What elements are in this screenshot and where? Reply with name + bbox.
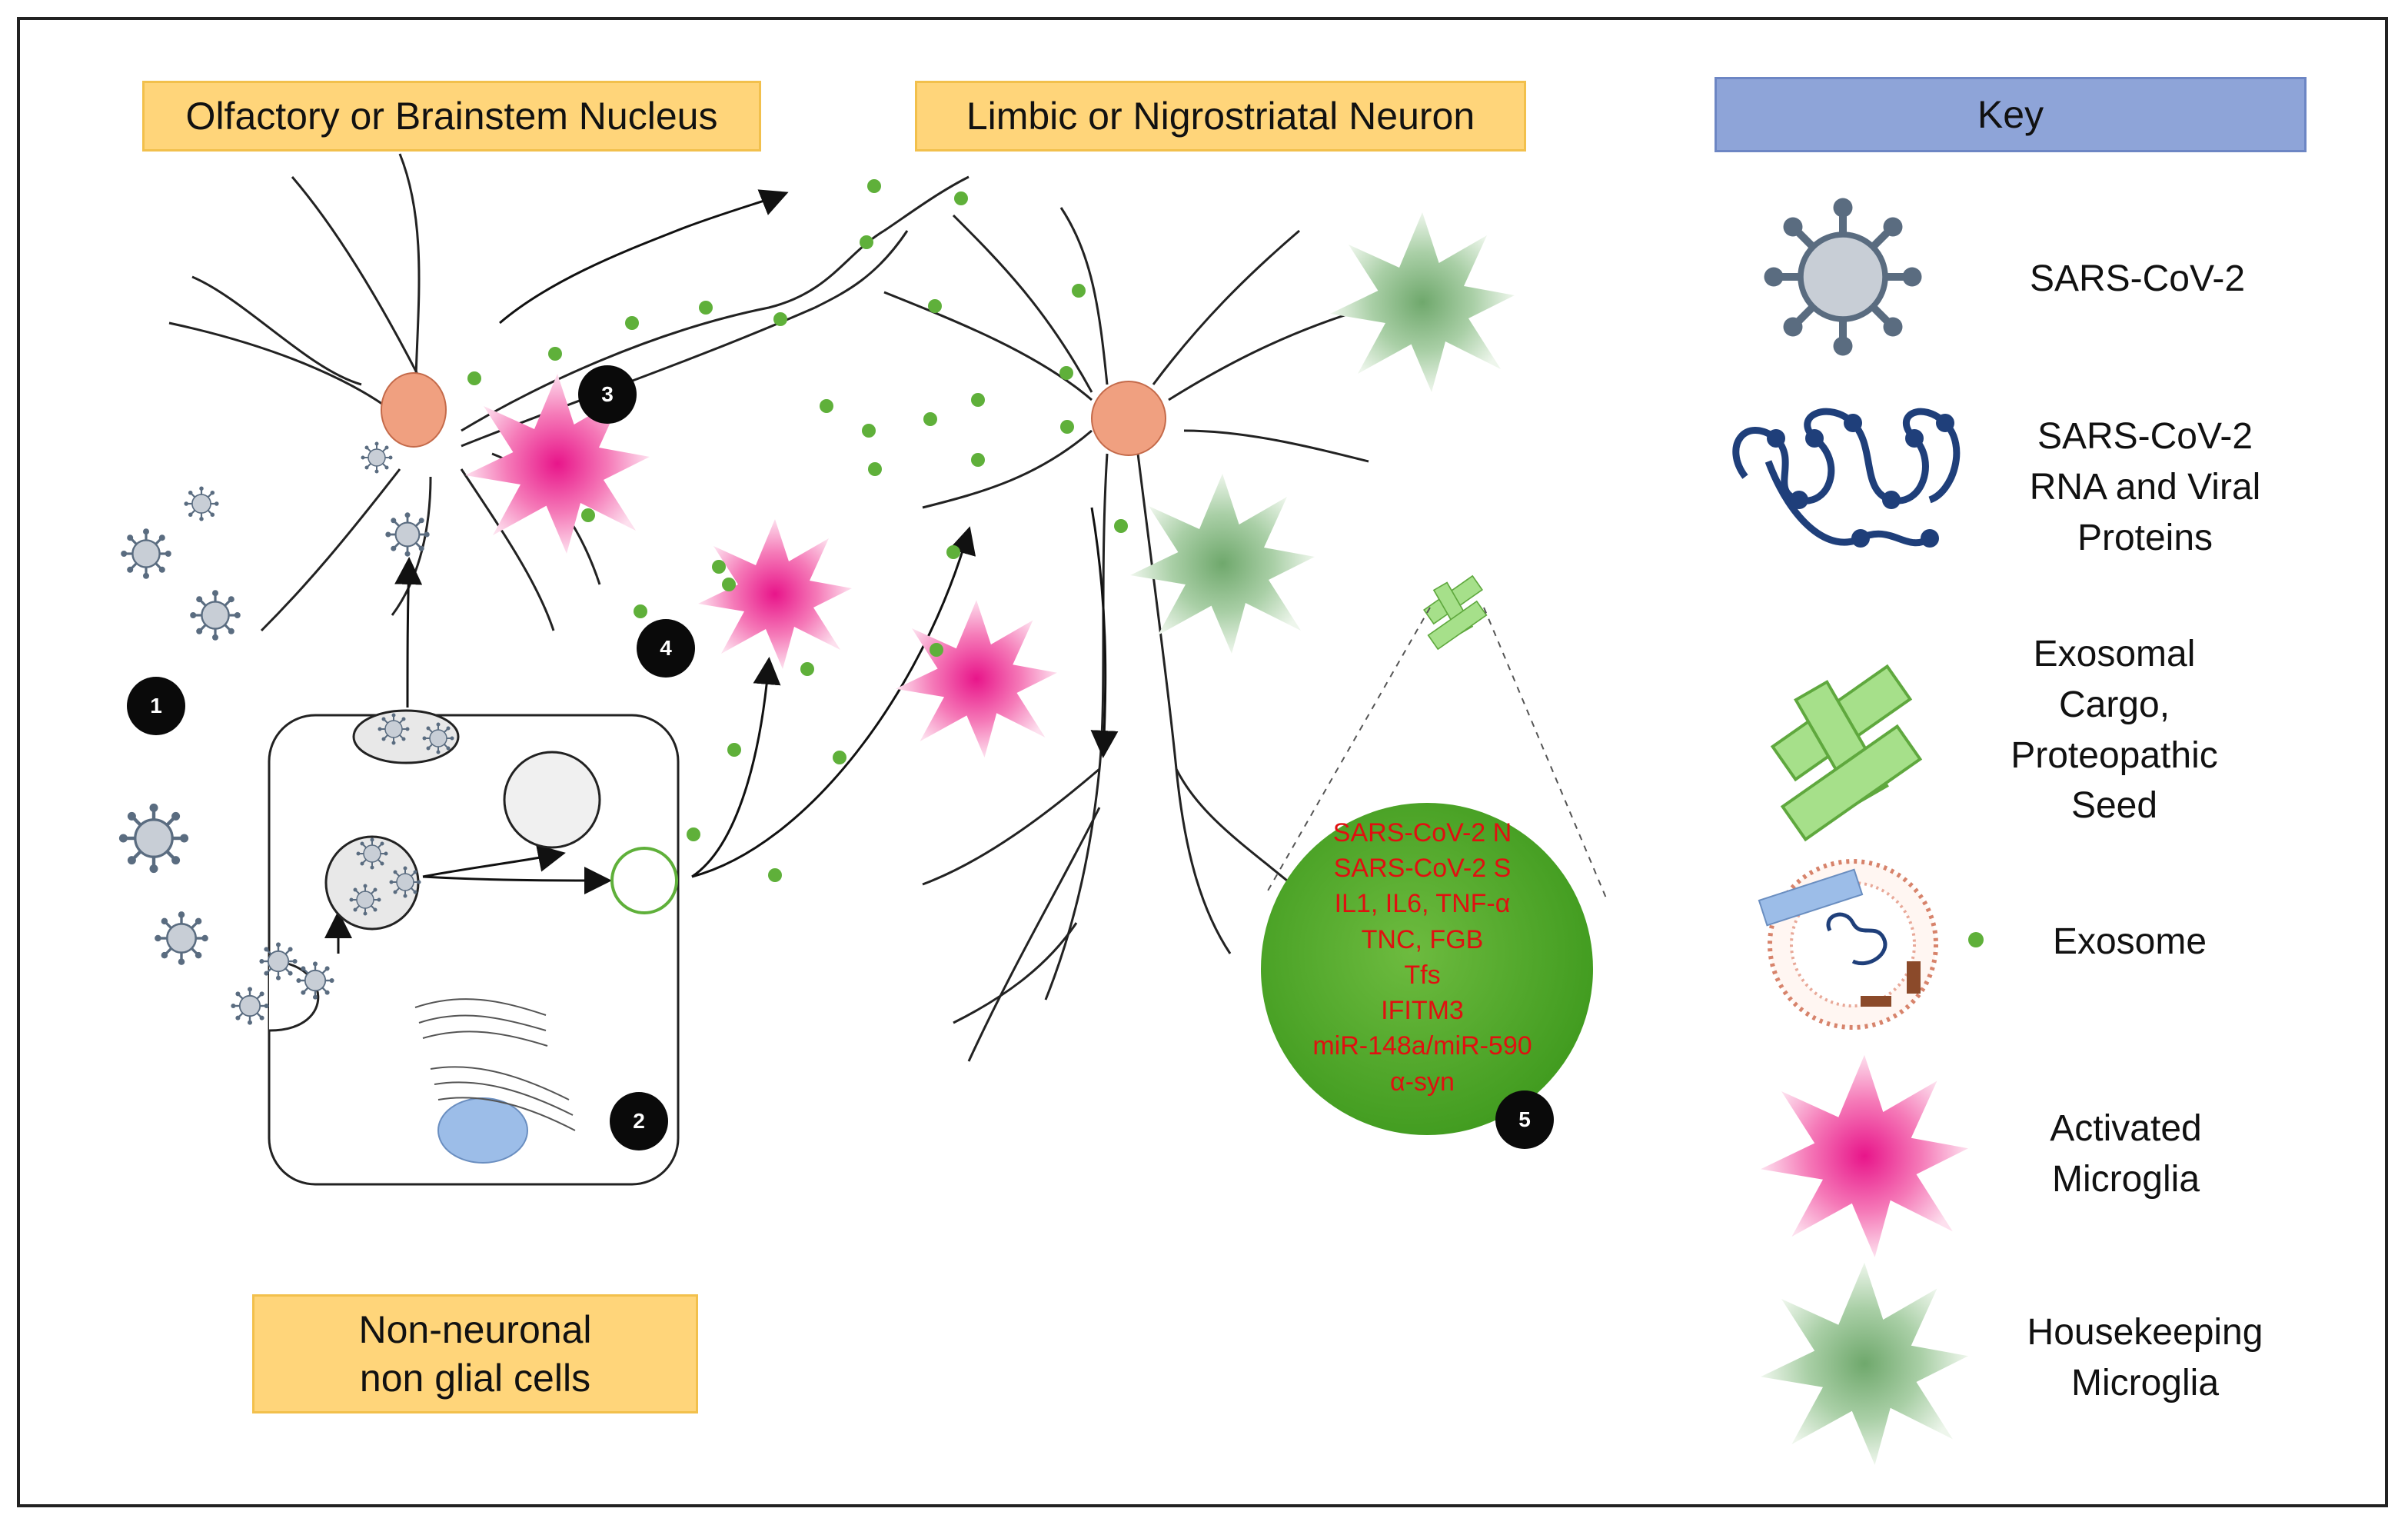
cargo-key-icon [1771, 664, 1922, 841]
non-neuronal-line1: Non-neuronal [358, 1308, 592, 1351]
arrow-up-to-neuron [394, 557, 423, 708]
key-cargo-line3: Proteopathic [2011, 734, 2218, 776]
cargo-item: IL1, IL6, TNF-α [1334, 889, 1511, 919]
rna-key-icon [1732, 408, 1961, 548]
cargo-item: TNC, FGB [1361, 924, 1484, 954]
cargo-bubble [1261, 803, 1593, 1135]
exosome-release [610, 847, 678, 914]
key-activated-line1: Activated [2050, 1108, 2202, 1149]
key-title: Key [1715, 77, 2307, 152]
virus-key-icon [1764, 198, 1922, 356]
key-housekeeping-line1: Housekeeping [2027, 1312, 2263, 1353]
cargo-item: α-syn [1390, 1067, 1455, 1097]
key-rna-line3: Proteins [2077, 517, 2213, 558]
key-exosome-label: Exosome [2052, 921, 2207, 962]
multivesicular-body [503, 751, 601, 849]
limbic-soma [1091, 381, 1166, 456]
key-housekeeping-line2: Microglia [2070, 1362, 2220, 1403]
limbic-label-text: Limbic or Nigrostriatal Neuron [966, 94, 1475, 138]
exosomes [467, 179, 1128, 882]
cargo-item: miR-148a/miR-590 [1312, 1031, 1532, 1061]
key-cargo-label: Exosomal Cargo, Proteopathic Seed [1953, 629, 2276, 831]
cargo-item: IFITM3 [1381, 996, 1464, 1026]
key-virus-label: SARS-CoV-2 [2029, 258, 2246, 299]
cargo-item: Tfs [1404, 960, 1441, 990]
olfactory-label: Olfactory or Brainstem Nucleus [142, 81, 761, 152]
step-badge-1: 1 [127, 677, 185, 735]
key-activated-label: Activated Microglia [1964, 1104, 2287, 1205]
key-rna-line2: RNA and Viral [2029, 466, 2261, 508]
limbic-label: Limbic or Nigrostriatal Neuron [915, 81, 1526, 152]
olfactory-neuron [168, 153, 970, 632]
key-activated-line2: Microglia [2051, 1158, 2200, 1200]
endosome-top [352, 709, 460, 764]
step-badge-5: 5 [1495, 1090, 1554, 1149]
golgi [414, 998, 576, 1131]
step-badge-2: 2 [610, 1092, 668, 1150]
key-housekeeping-label: Housekeeping Microglia [1984, 1307, 2307, 1409]
housekeeping-microglia-key-icon [1761, 1262, 1968, 1465]
cargo-list: SARS-CoV-2 N SARS-CoV-2 S IL1, IL6, TNF-… [1261, 815, 1584, 1100]
cargo-item: SARS-CoV-2 N [1332, 818, 1512, 847]
activated-microglia [465, 374, 1057, 758]
key-cargo-line4: Seed [2070, 785, 2158, 827]
step-badge-4: 4 [637, 619, 695, 678]
step-badge-3: 3 [578, 365, 637, 424]
cargo-seed-small [1423, 575, 1488, 650]
key-rna-label: SARS-CoV-2 RNA and Viral Proteins [1984, 411, 2307, 563]
nucleus [437, 1097, 528, 1164]
key-cargo-line1: Exosomal [2033, 634, 2196, 674]
key-rna-line1: SARS-CoV-2 [2037, 416, 2253, 457]
limbic-neuron [883, 207, 1369, 1062]
arrow-axon-transport [499, 189, 789, 325]
olfactory-soma [381, 372, 447, 448]
arrow-to-microglia [691, 657, 781, 878]
non-neuronal-line2: non glial cells [359, 1356, 591, 1400]
non-neuronal-cell [268, 714, 680, 1186]
arrow-to-limbic [691, 526, 976, 878]
non-neuronal-label: Non-neuronal non glial cells [252, 1294, 698, 1413]
arrow-to-exosome-release [422, 866, 612, 894]
cargo-item: SARS-CoV-2 S [1333, 854, 1512, 884]
key-title-text: Key [1977, 93, 2044, 136]
exosome-key-icon [1758, 859, 1984, 1030]
zoom-lines [1266, 607, 1608, 901]
key-cargo-line2: Cargo, [2058, 684, 2170, 725]
arrow-to-multivesicular [422, 844, 566, 878]
arrow-dendrite [1090, 507, 1119, 758]
olfactory-label-text: Olfactory or Brainstem Nucleus [185, 94, 718, 138]
activated-microglia-key-icon [1761, 1054, 1968, 1257]
